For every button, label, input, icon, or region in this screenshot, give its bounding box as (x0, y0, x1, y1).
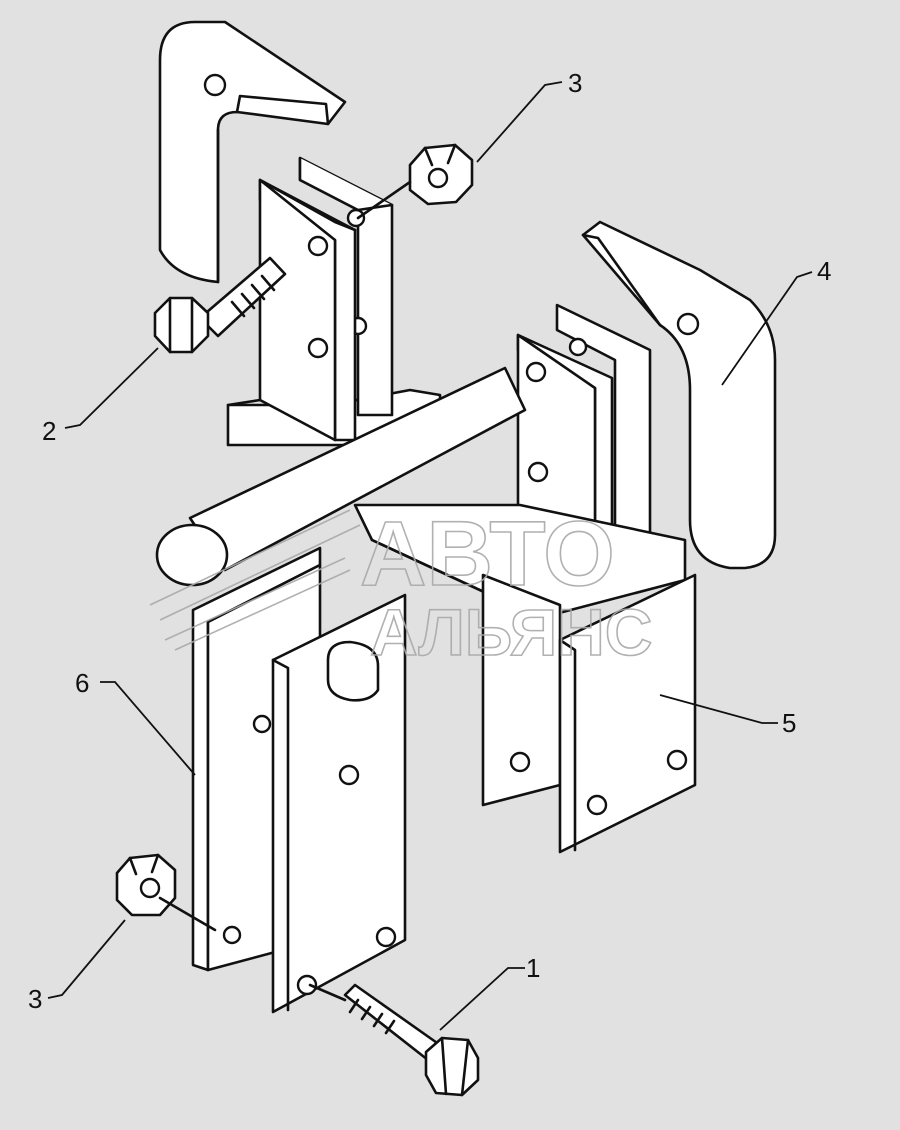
bolt-lower (308, 983, 480, 1097)
upper-clevis (226, 156, 442, 447)
hook-right (581, 220, 777, 570)
callout-4-label: 4 (817, 256, 831, 286)
callout-3-lower: 3 (28, 919, 126, 1014)
bracket-left (191, 546, 407, 1014)
callout-5-label: 5 (782, 708, 796, 738)
bracket-right (481, 573, 697, 854)
nut-lower (115, 853, 217, 932)
nut-upper (356, 143, 474, 220)
callout-6: 6 (75, 668, 196, 776)
callout-5: 5 (659, 694, 796, 738)
callout-2-label: 2 (42, 416, 56, 446)
hook-upper-left (158, 20, 347, 284)
callout-3-lower-label: 3 (28, 984, 42, 1014)
callout-4: 4 (721, 256, 831, 386)
callout-6-label: 6 (75, 668, 89, 698)
watermark: АВТО АЛЬЯНС (149, 502, 653, 670)
hook-hole (203, 73, 227, 97)
callout-1: 1 (439, 953, 540, 1031)
bolt-upper (153, 256, 287, 354)
watermark-line1: АВТО (360, 503, 615, 605)
callout-3-upper: 3 (476, 68, 582, 163)
callout-2: 2 (42, 347, 159, 446)
watermark-line2: АЛЬЯНС (370, 595, 652, 669)
callout-3-upper-label: 3 (568, 68, 582, 98)
cross-tube (155, 366, 527, 587)
callout-1-label: 1 (526, 953, 540, 983)
